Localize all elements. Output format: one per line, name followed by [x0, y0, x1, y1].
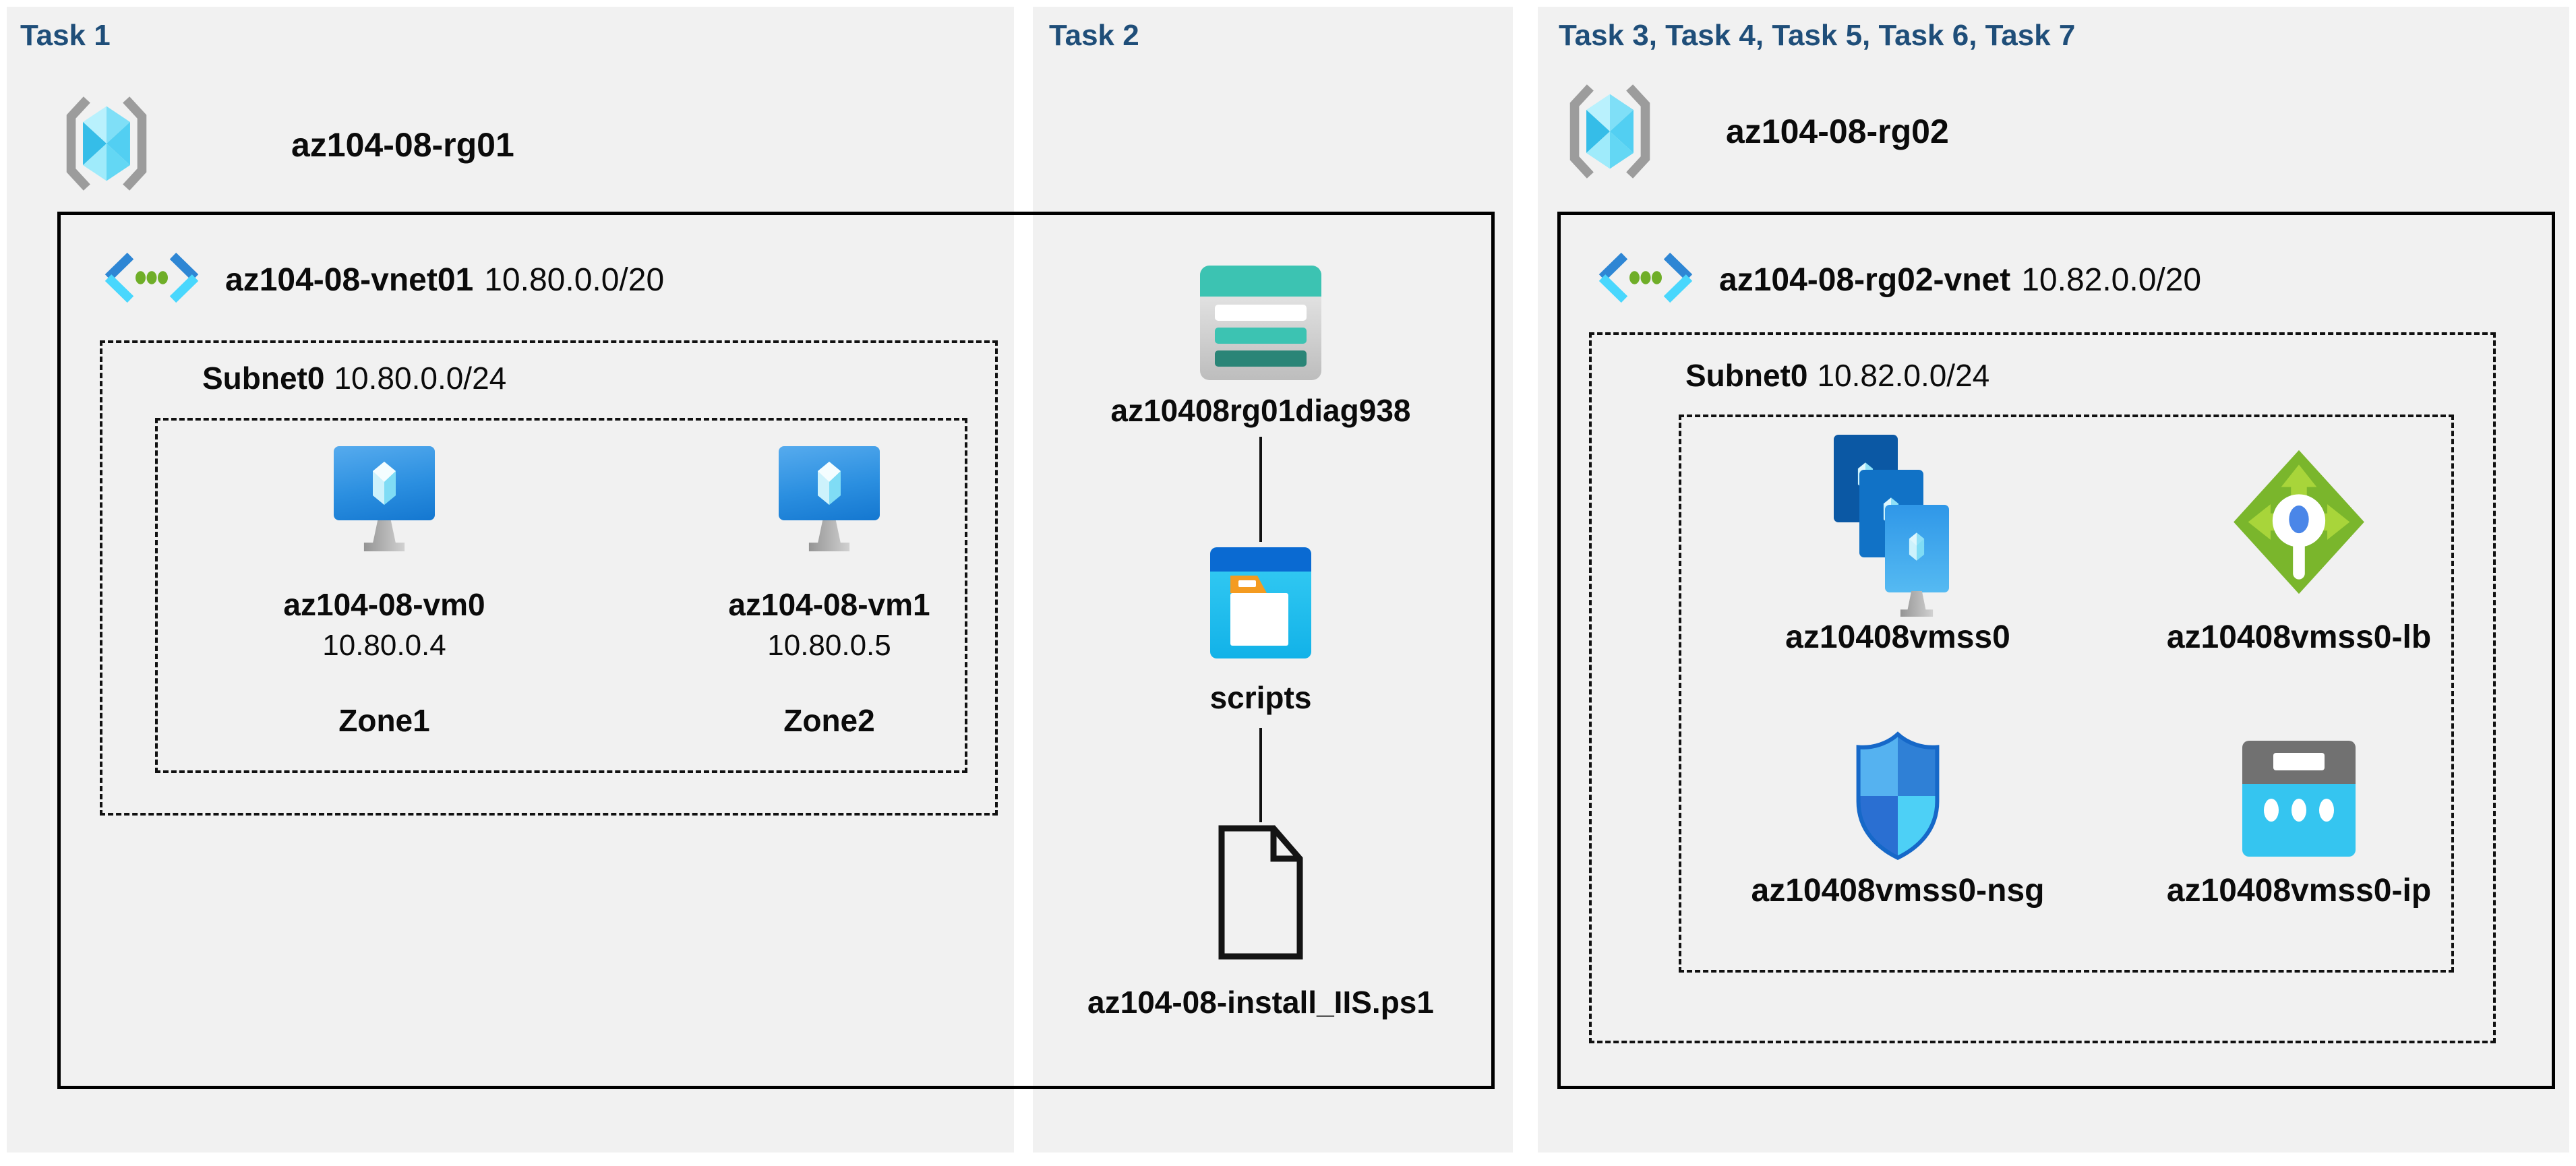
nsg-name: az10408vmss0-nsg: [1751, 873, 2045, 909]
vnet-cidr: 10.82.0.0/20: [2021, 262, 2202, 298]
storage-row: [1215, 328, 1307, 344]
subnet-name: Subnet0: [1685, 358, 1808, 393]
public-ip-body: [2242, 784, 2356, 857]
resource-group-name: az104-08-rg02: [1726, 113, 1949, 150]
vnet-name: az104-08-rg02-vnet: [1719, 262, 2011, 298]
connector-line: [1259, 728, 1262, 822]
folder-tab-slot: [1238, 580, 1256, 587]
script-file-icon: [1217, 825, 1305, 963]
subnet-cidr: 10.80.0.0/24: [334, 361, 507, 396]
vm-stand: [363, 520, 405, 551]
container-name: scripts: [1209, 680, 1312, 715]
vmss-stand: [1900, 591, 1934, 617]
nsg-icon: [1849, 730, 1947, 865]
vmss-name: az10408vmss0: [1785, 619, 2010, 655]
vnet-label: az104-08-vnet01 10.80.0.0/20: [225, 262, 664, 299]
vm-zone: Zone2: [783, 703, 875, 738]
script-file-name: az104-08-install_IIS.ps1: [1087, 985, 1434, 1020]
connector-line: [1259, 437, 1262, 542]
dot: [2292, 799, 2306, 822]
task2-header: Task 2: [1049, 19, 1139, 52]
virtual-network-icon: [1595, 243, 1696, 316]
vnet-cidr: 10.80.0.0/20: [484, 262, 665, 298]
subnet-cidr: 10.82.0.0/24: [1817, 358, 1990, 393]
vmss-icon: [1834, 435, 1962, 617]
vm-stand: [808, 520, 850, 551]
resource-group-inner-box: [1679, 415, 2454, 973]
task1-panel: [7, 7, 1014, 1153]
dot: [2264, 799, 2279, 822]
container-title-bar: [1210, 547, 1311, 572]
subnet-label: Subnet0 10.80.0.0/24: [202, 360, 506, 396]
subnet-name: Subnet0: [202, 361, 325, 396]
vm-crystal: [373, 462, 396, 505]
task3-header: Task 3, Task 4, Task 5, Task 6, Task 7: [1559, 19, 2076, 52]
vm-zone: Zone1: [338, 703, 430, 738]
blob-container-icon: [1210, 547, 1311, 658]
task3-panel: [1538, 7, 2569, 1153]
resource-group-name: az104-08-rg01: [291, 126, 514, 164]
subnet-box: [1589, 332, 2496, 1043]
storage-account-icon: [1200, 266, 1321, 380]
vnet-label: az104-08-rg02-vnet 10.82.0.0/20: [1719, 262, 2201, 299]
storage-row: [1215, 305, 1307, 321]
vm-ip: 10.80.0.4: [322, 629, 446, 662]
load-balancer-icon: [2228, 446, 2370, 601]
vnet2-boundary-box: [1557, 212, 2555, 1089]
vm-ip: 10.80.0.5: [767, 629, 891, 662]
vnet1-boundary-box: [57, 212, 1495, 1089]
vm-name: az104-08-vm0: [283, 587, 485, 622]
storage-header-band: [1200, 266, 1321, 297]
public-ip-icon: [2242, 741, 2356, 857]
zone-group-box: [155, 418, 967, 773]
task1-header: Task 1: [20, 19, 111, 52]
vmss-screen-front: [1885, 505, 1949, 592]
public-ip-slot: [2273, 753, 2325, 770]
load-balancer-name: az10408vmss0-lb: [2166, 619, 2432, 655]
vm-icon: [779, 446, 880, 559]
vnet-name: az104-08-vnet01: [225, 262, 474, 298]
public-ip-name: az10408vmss0-ip: [2166, 873, 2432, 909]
storage-account-name: az10408rg01diag938: [1110, 393, 1411, 428]
vm-icon: [334, 446, 435, 559]
resource-group-icon: [1564, 82, 1656, 184]
subnet-box: [100, 340, 998, 816]
storage-row: [1215, 350, 1307, 367]
vm-name: az104-08-vm1: [728, 587, 930, 622]
virtual-network-icon: [101, 243, 202, 316]
dot: [2319, 799, 2334, 822]
subnet-label: Subnet0 10.82.0.0/24: [1685, 357, 1989, 394]
vm-crystal: [818, 462, 841, 505]
folder-body: [1230, 593, 1288, 646]
resource-group-icon: [61, 94, 152, 196]
